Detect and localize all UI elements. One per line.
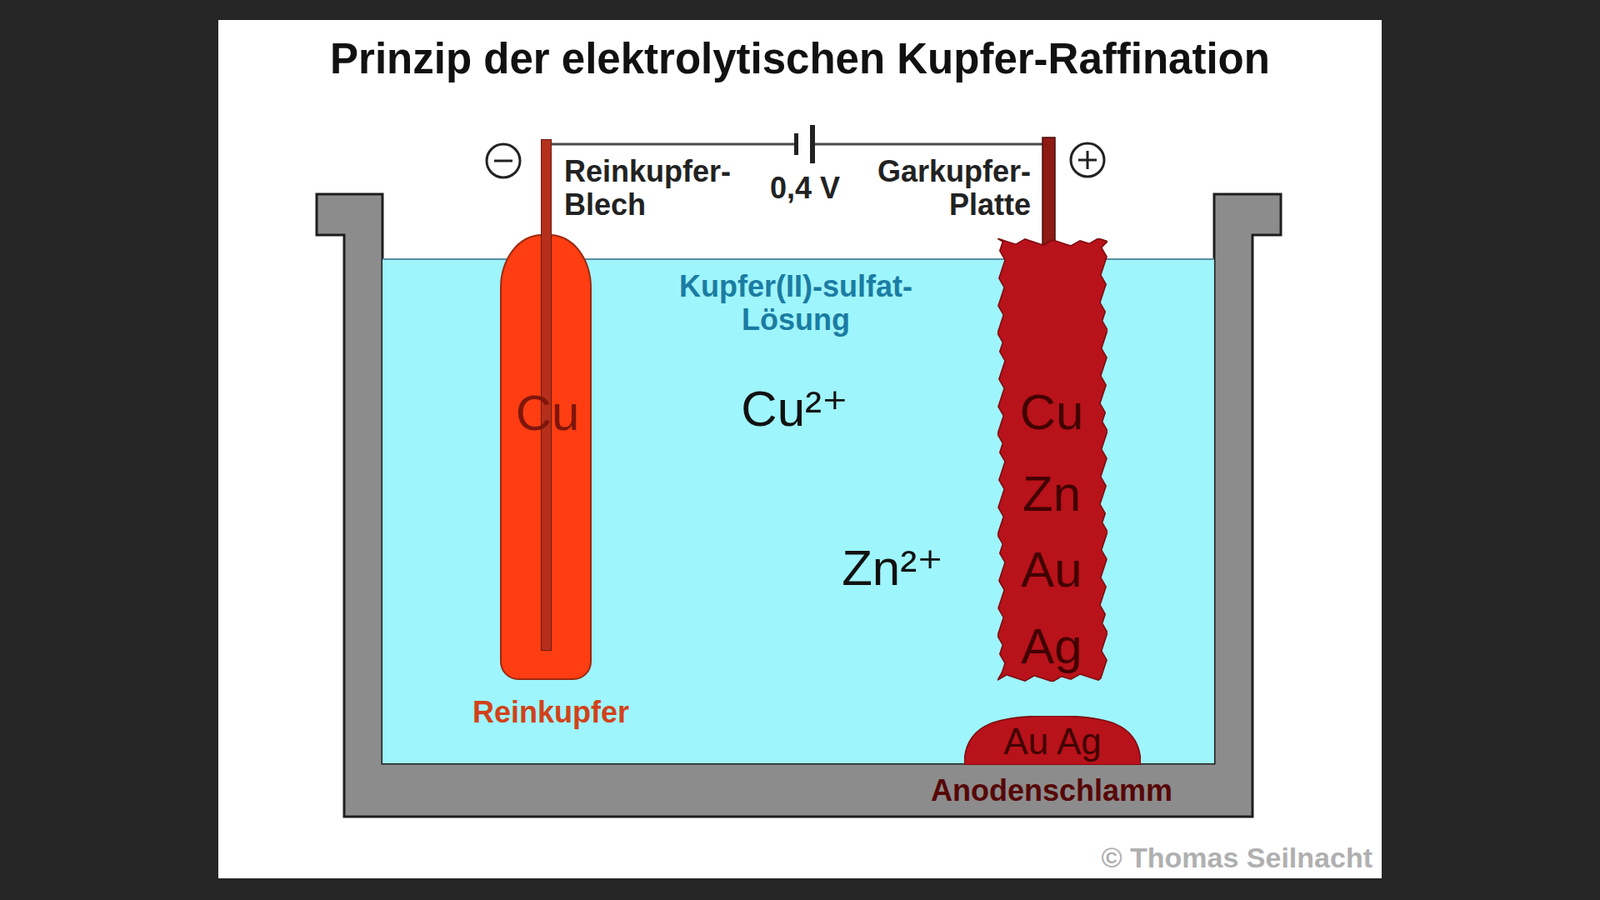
anode-body xyxy=(997,238,1108,682)
element-symbol: Cu xyxy=(1020,385,1085,440)
watermark: © Thomas Seilnacht xyxy=(1101,842,1373,874)
jagged-anode-outline xyxy=(997,238,1108,682)
electrolyte-solution: Kupfer(II)-sulfat-LösungCu CuZnAuAg Au Ag xyxy=(382,258,1215,764)
cathode-plate: Cu xyxy=(500,234,592,680)
plus-symbol xyxy=(1070,143,1105,177)
element-symbol: Ag xyxy=(1020,619,1082,675)
element-symbols: Au Ag xyxy=(1003,721,1101,762)
electrode-label: Reinkupfer-Blech xyxy=(564,155,765,221)
product-label: Reinkupfer xyxy=(472,695,630,730)
anode-sludge: Au Ag xyxy=(964,715,1141,765)
element-symbol: Au xyxy=(1020,542,1082,598)
ion-label: Zn²⁺ xyxy=(841,540,944,596)
battery-long-plate xyxy=(810,125,815,164)
sludge-body xyxy=(964,715,1141,765)
element-symbol: Cu xyxy=(515,385,580,441)
tank-wall xyxy=(316,194,1281,817)
ion-label: Cu²⁺ xyxy=(725,381,863,437)
element-symbol: Zn xyxy=(1022,466,1081,522)
battery-short-plate xyxy=(794,133,799,155)
minus-symbol xyxy=(486,144,520,178)
voltage-label: 0,4 V xyxy=(770,171,840,205)
electrode-label: Garkupfer-Platte xyxy=(839,155,1031,221)
sludge-label: Anodenschlamm xyxy=(930,774,1173,808)
anode-rod xyxy=(1042,137,1055,246)
anode-plate: CuZnAuAg xyxy=(997,238,1108,682)
diagram-title: Prinzip der elektrolytischen Kupfer-Raff… xyxy=(330,35,1270,83)
solution-label: Kupfer(II)-sulfat-Lösung xyxy=(662,270,930,336)
